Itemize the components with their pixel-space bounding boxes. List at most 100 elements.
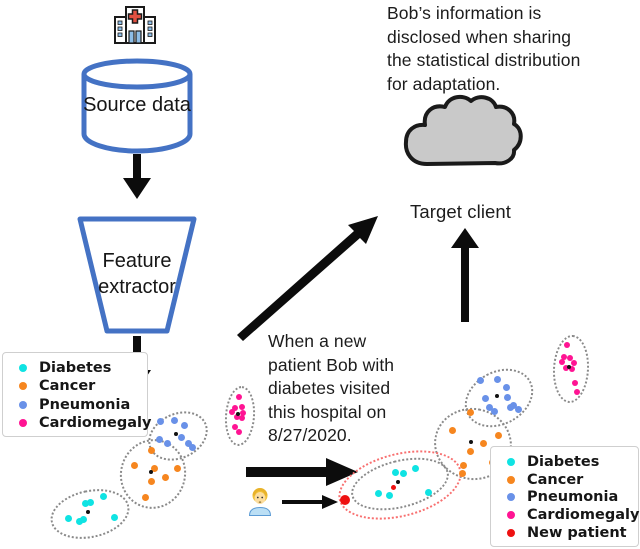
legend-swatch-icon <box>19 418 27 427</box>
right-cancer-cluster-dot <box>448 426 456 434</box>
right-cancer-cluster-dot <box>466 447 474 455</box>
left-pneumonia-cluster-dot <box>188 443 196 451</box>
target-client-label: Target client <box>410 201 512 222</box>
bottom-diabetes-cluster-dot <box>424 488 432 496</box>
right-cardiomegaly-cluster-dot <box>563 365 569 371</box>
legend-swatch-icon <box>19 364 27 373</box>
left-pneumonia-cluster-dot <box>155 435 163 443</box>
left-cardiomegaly-cluster-dot <box>232 405 238 411</box>
left-pneumonia-cluster-dot <box>156 417 164 425</box>
legend-swatch-icon <box>507 493 515 502</box>
right-cancer-cluster-center-dot <box>469 440 473 444</box>
left-cancer-cluster-dot <box>161 473 169 481</box>
legend-item-pneumonia: Pneumonia <box>499 489 628 505</box>
legend-label: Cancer <box>39 378 96 395</box>
legend-label: Diabetes <box>527 453 600 470</box>
right-cancer-cluster-dot <box>459 461 467 469</box>
legend-item-diabetes: Diabetes <box>499 454 628 470</box>
legend-swatch-icon <box>19 400 27 409</box>
right-cardiomegaly-cluster-dot <box>567 355 573 361</box>
patient-bob-icon <box>247 486 273 516</box>
left-cancer-cluster-dot <box>147 477 155 485</box>
right-pneumonia-cluster-dot <box>481 394 489 402</box>
right-pneumonia-cluster-dot <box>502 383 510 391</box>
right-pneumonia-cluster-dot <box>493 375 501 383</box>
bottom-diabetes-cluster-dot <box>399 469 407 477</box>
left-cardiomegaly-cluster-dot <box>229 409 235 415</box>
new-patient-note-text: When a new patient Bob with diabetes vis… <box>268 331 395 445</box>
left-diabetes-cluster-dot <box>110 513 118 521</box>
legend-item-cardiomegaly: Cardiomegaly <box>11 415 151 431</box>
right-cardiomegaly-cluster-dot <box>564 342 570 348</box>
left-diabetes-cluster-dot <box>64 514 72 522</box>
left-cancer-cluster-dot <box>141 493 149 501</box>
right-cardiomegaly-cluster-dot <box>571 360 577 366</box>
right-cancer-cluster-dot <box>479 439 487 447</box>
right-pneumonia-cluster-dot <box>514 405 522 413</box>
right-cardiomegaly-cluster-dot <box>569 366 575 372</box>
left-diabetes-cluster-outline <box>45 482 135 546</box>
left-diabetes-cluster-center-dot <box>86 510 90 514</box>
left-cancer-cluster-dot <box>147 446 155 454</box>
left-cardiomegaly-cluster-dot <box>236 394 242 400</box>
bottom-diabetes-cluster-dot <box>391 468 399 476</box>
left-diabetes-cluster-dot <box>86 498 94 506</box>
right-cardiomegaly-cluster-dot <box>572 380 578 386</box>
left-pneumonia-cluster-dot <box>177 433 185 441</box>
left-cancer-cluster-center-dot <box>149 470 153 474</box>
right-pneumonia-cluster-dot <box>509 401 517 409</box>
legend-item-pneumonia: Pneumonia <box>11 397 137 413</box>
legend-label: New patient <box>527 525 627 542</box>
new-patient-center-dot <box>390 484 396 490</box>
right-cardiomegaly-cluster-dot <box>561 354 567 360</box>
right-pneumonia-cluster-center-dot <box>495 394 499 398</box>
feature-extractor-label: Feature extractor <box>98 250 176 298</box>
arrow-right-thick-icon <box>246 458 358 486</box>
left-diabetes-cluster-dot <box>79 515 87 523</box>
arrow-up-target-icon <box>451 228 479 322</box>
left-cardiomegaly-cluster-center-dot <box>236 412 240 416</box>
bottom-diabetes-cluster-dot <box>385 491 393 499</box>
legend-label: Cardiomegaly <box>527 507 640 524</box>
legend-label: Pneumonia <box>527 489 619 506</box>
legend-item-cardiomegaly: Cardiomegaly <box>499 507 639 523</box>
right-cancer-cluster-dot <box>466 408 474 416</box>
right-pneumonia-cluster-dot <box>490 407 498 415</box>
legend-label: Cancer <box>527 471 584 488</box>
legend-item-new-patient: New patient <box>499 525 628 541</box>
feature-extractor-funnel: Feature extractor <box>77 216 197 334</box>
left-pneumonia-cluster-dot <box>180 421 188 429</box>
right-pneumonia-cluster-dot <box>476 376 484 384</box>
bottom-diabetes-cluster-dot <box>374 489 382 497</box>
legend-label: Diabetes <box>39 360 112 377</box>
left-cardiomegaly-cluster-dot <box>234 414 240 420</box>
legend-swatch-icon <box>507 529 515 538</box>
legend-label: Pneumonia <box>39 396 131 413</box>
legend-label: Cardiomegaly <box>39 414 152 431</box>
bottom-diabetes-cluster-center-dot <box>396 480 400 484</box>
right-cardiomegaly-cluster-dot <box>574 389 580 395</box>
left-pneumonia-cluster-dot <box>163 439 171 447</box>
right-pneumonia-cluster-dot <box>485 403 493 411</box>
source-data-label: Source data <box>83 94 191 116</box>
left-diabetes-cluster-dot <box>81 499 89 507</box>
legend-item-cancer: Cancer <box>11 378 137 394</box>
left-cardiomegaly-cluster-dot <box>236 429 242 435</box>
cloud-icon <box>402 90 524 170</box>
bottom-diabetes-cluster-dot <box>411 464 419 472</box>
source-data-cylinder: Source data <box>78 58 196 154</box>
legend-swatch-icon <box>19 382 27 391</box>
left-cardiomegaly-cluster-dot <box>239 404 245 410</box>
legend-swatch-icon <box>507 511 515 520</box>
right-cardiomegaly-cluster-center-dot <box>567 365 571 369</box>
left-cancer-cluster-dot <box>130 461 138 469</box>
left-pneumonia-cluster-dot <box>170 416 178 424</box>
new-patient-dot <box>340 495 350 505</box>
hospital-icon <box>112 4 158 46</box>
left-cancer-cluster-dot <box>150 464 158 472</box>
legend-swatch-icon <box>507 457 515 466</box>
